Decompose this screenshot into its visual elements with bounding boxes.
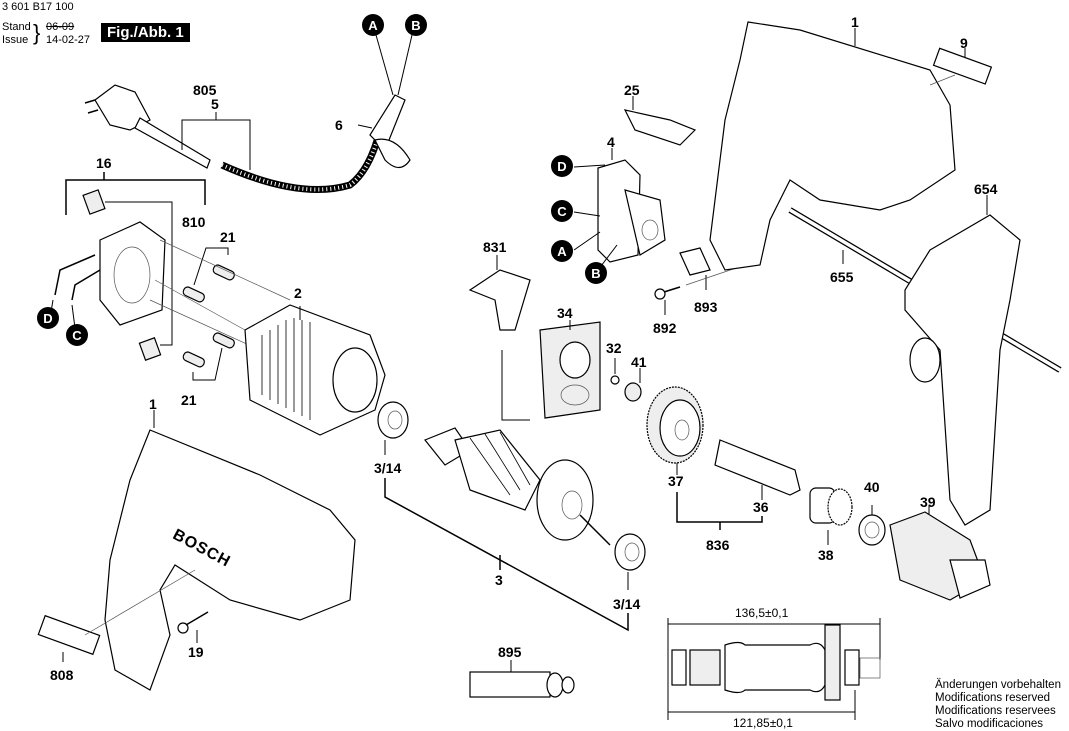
connector-marker-b: B: [585, 262, 607, 284]
housing-half-icon: [104, 429, 356, 691]
spindle-icon: [714, 439, 801, 496]
part-label: 16: [96, 155, 112, 171]
cable-clamp-icon: [679, 247, 711, 276]
screw-icon: [654, 286, 681, 300]
notice-text: Änderungen vorbehalten Modifications res…: [935, 679, 1061, 731]
part-label: 34: [557, 305, 573, 321]
connector-marker-a: A: [362, 14, 384, 36]
notice-line: Modifications reserved: [935, 692, 1051, 704]
part-label: 654: [974, 181, 998, 197]
dimension-overall-length: 136,5±0,1: [735, 606, 789, 620]
label-plate-icon: [37, 614, 101, 656]
power-cord-icon: [84, 34, 413, 193]
carbon-brush-icon: [82, 189, 106, 215]
connector-marker-a: A: [551, 240, 573, 262]
part-label: 21: [220, 229, 236, 245]
stand-value: 06-09: [46, 21, 75, 33]
part-label: 1: [851, 14, 859, 30]
connector-marker-b: B: [405, 14, 427, 36]
part-label: 3/14: [613, 596, 641, 612]
issue-label: Issue: [2, 34, 29, 46]
gear-icon: [646, 386, 704, 464]
switch-icon: [597, 159, 666, 263]
connector-marker-d: D: [551, 155, 573, 177]
ratchet-ring-icon: [809, 487, 853, 526]
part-label: 5: [211, 96, 219, 112]
notice-line: Modifications reservees: [935, 705, 1056, 717]
housing-half-icon: [709, 21, 956, 271]
bearing-icon: [377, 401, 409, 439]
brace-icon: }: [33, 20, 41, 45]
part-label: 39: [920, 494, 936, 510]
part-label: 41: [631, 354, 647, 370]
part-label: 25: [624, 82, 640, 98]
part-label: 3/14: [374, 460, 402, 476]
stand-label: Stand: [2, 21, 31, 33]
grease-tube-icon: [469, 671, 575, 698]
part-label: 3: [495, 572, 503, 588]
notice-line: Salvo modificaciones: [935, 718, 1044, 730]
issue-value: 14-02-27: [46, 34, 91, 46]
notice-line: Änderungen vorbehalten: [935, 679, 1061, 691]
connector-marker-d: D: [37, 307, 59, 329]
dimension-bearing-length: 121,85±0,1: [733, 716, 793, 730]
part-label: 810: [182, 214, 206, 230]
part-label: 38: [818, 547, 834, 563]
switch-cover-icon: [468, 269, 531, 331]
part-label: 37: [668, 473, 684, 489]
spring-icon: [182, 264, 235, 368]
part-label: 6: [335, 117, 343, 133]
screw-icon: [177, 611, 209, 634]
part-label: 831: [483, 239, 507, 255]
needle-bearing-icon: [624, 382, 642, 402]
part-label: 32: [606, 340, 622, 356]
part-label: 808: [50, 667, 74, 683]
document-number: 3 601 B17 100: [2, 1, 74, 13]
auxiliary-handle-icon: [904, 214, 1021, 526]
part-label: 4: [607, 134, 615, 150]
part-label: 836: [706, 537, 730, 553]
part-label: 2: [294, 285, 302, 301]
bearing-icon: [614, 533, 646, 571]
connector-marker-c: C: [551, 200, 573, 222]
armature-dimension-drawing: [667, 618, 881, 720]
part-label: 9: [960, 35, 968, 51]
part-label: 655: [830, 269, 854, 285]
part-label: 21: [181, 392, 197, 408]
figure-label: Fig./Abb. 1: [101, 23, 190, 42]
part-label: 40: [864, 479, 880, 495]
switch-slider-icon: [623, 109, 697, 146]
brush-holder-icon: [99, 221, 166, 326]
washer-icon: [858, 514, 886, 546]
connector-marker-c: C: [66, 324, 88, 346]
part-label: 895: [498, 644, 522, 660]
part-label: 892: [653, 320, 677, 336]
nameplate-icon: [932, 47, 993, 85]
carbon-brush-icon: [138, 337, 162, 361]
field-coil-stator-icon: [244, 304, 386, 436]
keyless-chuck-icon: [889, 511, 991, 601]
armature-icon: [424, 427, 611, 546]
part-label: 1: [149, 396, 157, 412]
ball-icon: [610, 375, 620, 385]
part-label: 805: [193, 82, 217, 98]
part-label: 19: [188, 644, 204, 660]
part-label: 893: [694, 299, 718, 315]
part-label: 36: [753, 499, 769, 515]
